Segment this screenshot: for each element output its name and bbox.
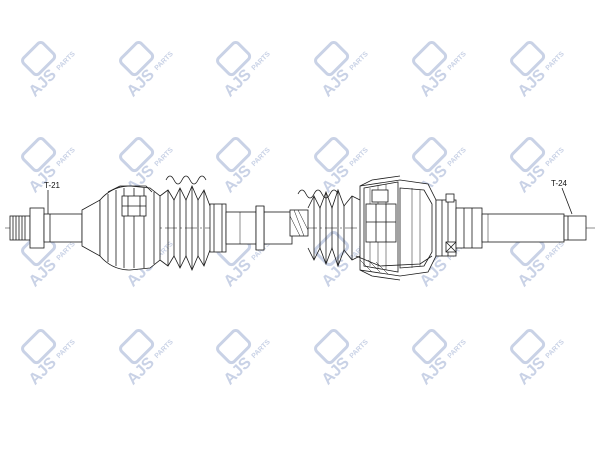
watermark-suffix: PARTS	[545, 146, 567, 168]
watermark-suffix: PARTS	[251, 146, 273, 168]
left-threaded-stub	[9, 207, 45, 249]
watermark-suffix: PARTS	[154, 146, 176, 168]
watermark-emblem	[119, 137, 155, 173]
watermark-emblem	[510, 137, 546, 173]
left-boot	[159, 175, 227, 272]
watermark-emblem	[314, 137, 350, 173]
watermark-emblem	[21, 329, 57, 365]
main-shaft-bar	[225, 205, 309, 251]
watermark-suffix: PARTS	[154, 50, 176, 72]
watermark-emblem	[119, 41, 155, 77]
watermark-suffix: PARTS	[56, 338, 78, 360]
watermark-suffix: PARTS	[447, 146, 469, 168]
watermark-emblem	[119, 329, 155, 365]
watermark-emblem	[314, 329, 350, 365]
watermark-emblem	[314, 41, 350, 77]
watermark-emblem	[314, 231, 350, 267]
left-spline-section	[43, 199, 101, 257]
watermark-emblem	[412, 41, 448, 77]
right-spline-label: T-24	[551, 179, 568, 188]
watermark-suffix: PARTS	[447, 338, 469, 360]
watermark-suffix: PARTS	[545, 338, 567, 360]
inner-tripod-joint	[355, 175, 437, 281]
watermark-emblem	[412, 329, 448, 365]
right-boot	[297, 188, 361, 268]
left-spline-label: T-21	[44, 181, 61, 190]
watermark-emblem	[216, 137, 252, 173]
watermark-emblem	[216, 329, 252, 365]
watermark-emblem	[21, 137, 57, 173]
watermark-emblem	[510, 329, 546, 365]
watermark-suffix: PARTS	[545, 50, 567, 72]
watermark-emblem	[216, 41, 252, 77]
right-seal	[435, 193, 483, 257]
watermark-suffix: PARTS	[56, 50, 78, 72]
watermark-emblem	[510, 41, 546, 77]
right-spline-stub	[481, 213, 587, 243]
watermark-suffix: PARTS	[545, 240, 567, 262]
watermark-suffix: PARTS	[349, 338, 371, 360]
watermark-suffix: PARTS	[447, 50, 469, 72]
watermark-suffix: PARTS	[349, 146, 371, 168]
right-label-leader	[561, 187, 573, 215]
watermark-suffix: PARTS	[251, 50, 273, 72]
watermark-emblem	[21, 41, 57, 77]
watermark-suffix: PARTS	[349, 50, 371, 72]
watermark-suffix: PARTS	[154, 338, 176, 360]
drive-shaft-drawing	[5, 175, 595, 281]
watermark-suffix: PARTS	[56, 240, 78, 262]
watermark-suffix: PARTS	[251, 338, 273, 360]
watermark-suffix: PARTS	[56, 146, 78, 168]
watermark-emblem	[412, 137, 448, 173]
outer-cv-joint	[99, 185, 161, 271]
